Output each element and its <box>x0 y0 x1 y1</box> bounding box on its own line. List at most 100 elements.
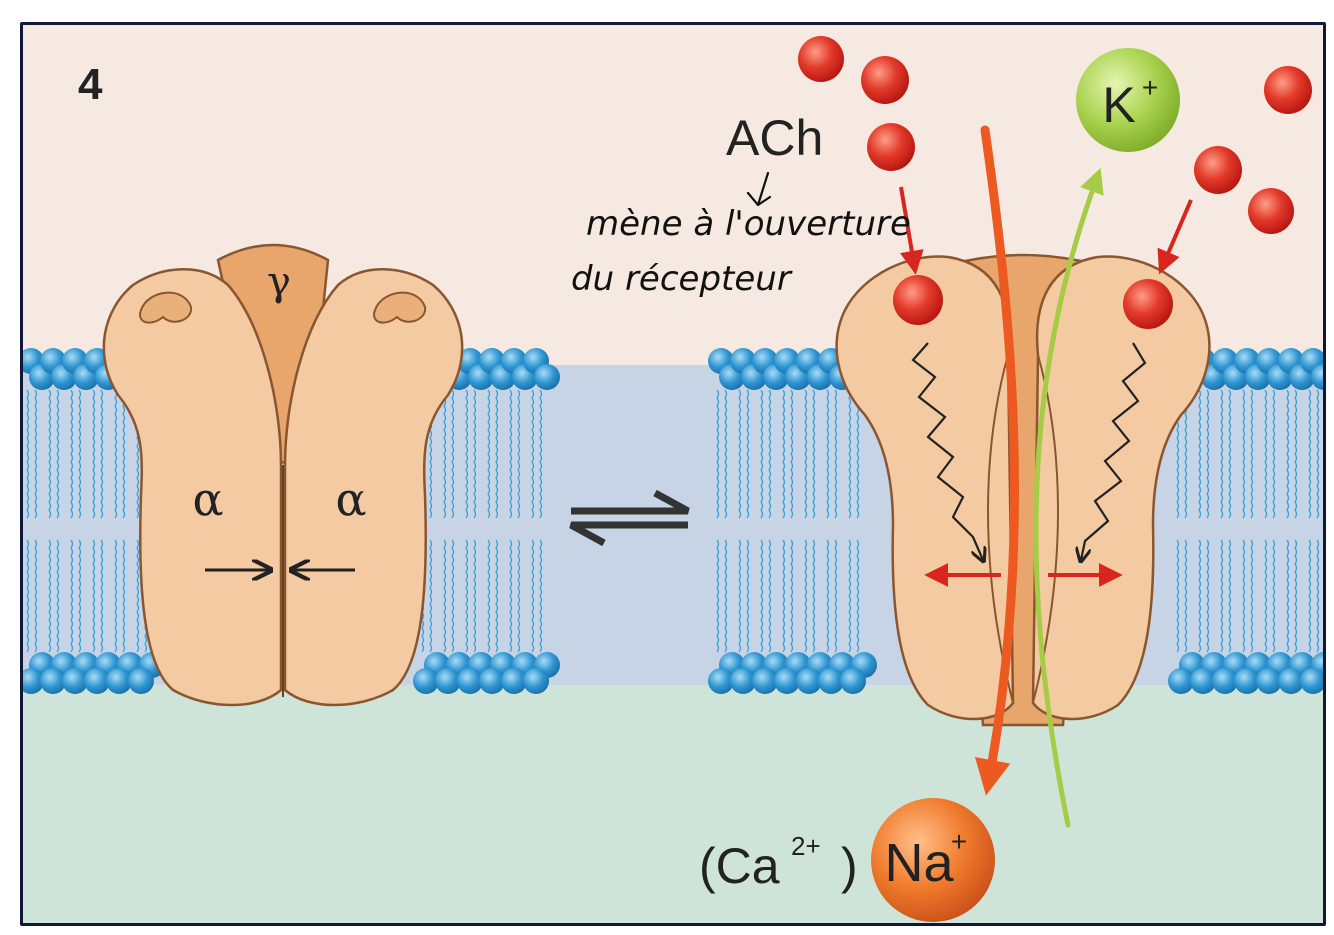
lipid-tail <box>34 539 38 653</box>
lipid-tail <box>26 539 30 653</box>
zigzag-arrow-right-icon <box>1081 342 1147 560</box>
lipid-tail <box>1250 539 1254 653</box>
lipid-tail <box>1294 539 1298 653</box>
lipid-tail <box>1272 389 1276 519</box>
lipid-head <box>1168 668 1194 694</box>
lipid-tail <box>768 539 772 653</box>
lipid-tail <box>539 389 543 519</box>
lipid-tail <box>100 539 104 653</box>
closed-binding-pocket-right <box>373 291 427 324</box>
ach-binding-arrow-left-icon <box>899 186 924 275</box>
lipid-tail <box>804 539 808 653</box>
lipid-head <box>818 668 844 694</box>
lipid-tail <box>782 389 786 519</box>
lipid-tail <box>487 539 491 653</box>
lipid-tail <box>465 389 469 519</box>
lipid-head <box>534 364 560 390</box>
lipid-tail <box>34 389 38 519</box>
lipid-tail <box>1264 539 1268 653</box>
lipid-tail <box>465 539 469 653</box>
lipid-tail <box>746 389 750 519</box>
na-influx-arrow-icon <box>974 125 1020 796</box>
lipid-tail <box>782 539 786 653</box>
lipid-tail <box>509 389 513 519</box>
ach-binding-arrow-right-icon <box>1157 199 1193 275</box>
lipid-head <box>62 668 88 694</box>
lipid-tail <box>856 389 860 519</box>
handwritten-annotation: mène à l'ouverture du récepteur <box>571 171 911 299</box>
lipid-head <box>796 668 822 694</box>
lipid-head <box>501 668 527 694</box>
lipid-tail <box>826 389 830 519</box>
lipid-tail <box>1198 389 1202 519</box>
lipid-tail <box>768 389 772 519</box>
lipid-head <box>730 668 756 694</box>
k-ion: K + <box>1076 48 1180 152</box>
lipid-tail <box>92 389 96 519</box>
diagram-frame: γ α α <box>20 22 1326 926</box>
lipid-head <box>1300 668 1323 694</box>
lipid-head <box>1190 668 1216 694</box>
lipid-tail <box>509 539 513 653</box>
lipid-tail <box>834 389 838 519</box>
lipid-tail <box>48 539 52 653</box>
lipid-tail <box>100 389 104 519</box>
intracellular-space <box>23 675 1323 923</box>
k-ion-charge: + <box>1142 72 1158 103</box>
lipid-tail <box>487 389 491 519</box>
lipid-head <box>457 668 483 694</box>
ach-molecule <box>1248 188 1294 234</box>
lipid-tail <box>443 539 447 653</box>
closed-channel: γ α α <box>102 243 464 707</box>
open-alpha-right <box>1031 255 1211 721</box>
lipid-head <box>1234 668 1260 694</box>
ca-charge: 2+ <box>791 831 821 861</box>
annotation-line-2: du récepteur <box>571 259 793 299</box>
open-channel <box>835 125 1211 828</box>
closed-alpha-left <box>102 268 283 707</box>
lipid-tail <box>738 389 742 519</box>
lipid-tail <box>1220 539 1224 653</box>
lipid-tail <box>1184 539 1188 653</box>
lipid-tail <box>473 539 477 653</box>
lipid-tail <box>56 539 60 653</box>
ca-label-close: ) <box>841 838 858 894</box>
lipid-tail <box>92 539 96 653</box>
lipid-tail <box>1228 389 1232 519</box>
lipid-tail <box>56 389 60 519</box>
lipid-tail <box>760 389 764 519</box>
lipid-tail <box>122 539 126 653</box>
lipid-head <box>23 668 44 694</box>
ach-molecule <box>861 56 909 104</box>
lipid-head <box>1311 364 1323 390</box>
lipid-tail <box>1308 539 1312 653</box>
lipid-tail <box>760 539 764 653</box>
ach-molecule <box>1194 146 1242 194</box>
ach-molecule <box>867 123 915 171</box>
lipid-tail <box>834 539 838 653</box>
lipid-tail <box>1264 389 1268 519</box>
ach-bound-right <box>1123 279 1173 329</box>
lipid-tail <box>746 539 750 653</box>
annotation-line-1: mène à l'ouverture <box>586 204 911 244</box>
lipid-tail <box>531 539 535 653</box>
lipid-tail <box>848 389 852 519</box>
lipid-tail <box>539 539 543 653</box>
lipid-head <box>128 668 154 694</box>
lipid-tail <box>1286 389 1290 519</box>
lipid-tail <box>429 539 433 653</box>
equilibrium-arrows-icon <box>569 489 690 547</box>
lipid-head <box>40 668 66 694</box>
ach-label: ACh <box>726 110 823 166</box>
lipid-tail <box>122 389 126 519</box>
lipid-tail <box>495 539 499 653</box>
open-alpha-left <box>835 255 1015 721</box>
lipid-tail <box>78 539 82 653</box>
lipid-tail <box>70 389 74 519</box>
lipid-tail <box>1308 389 1312 519</box>
lipid-head <box>1256 668 1282 694</box>
lipid-tail <box>790 539 794 653</box>
lipid-tail <box>70 539 74 653</box>
lipid-tail <box>48 389 52 519</box>
ach-bound-left <box>893 275 943 325</box>
